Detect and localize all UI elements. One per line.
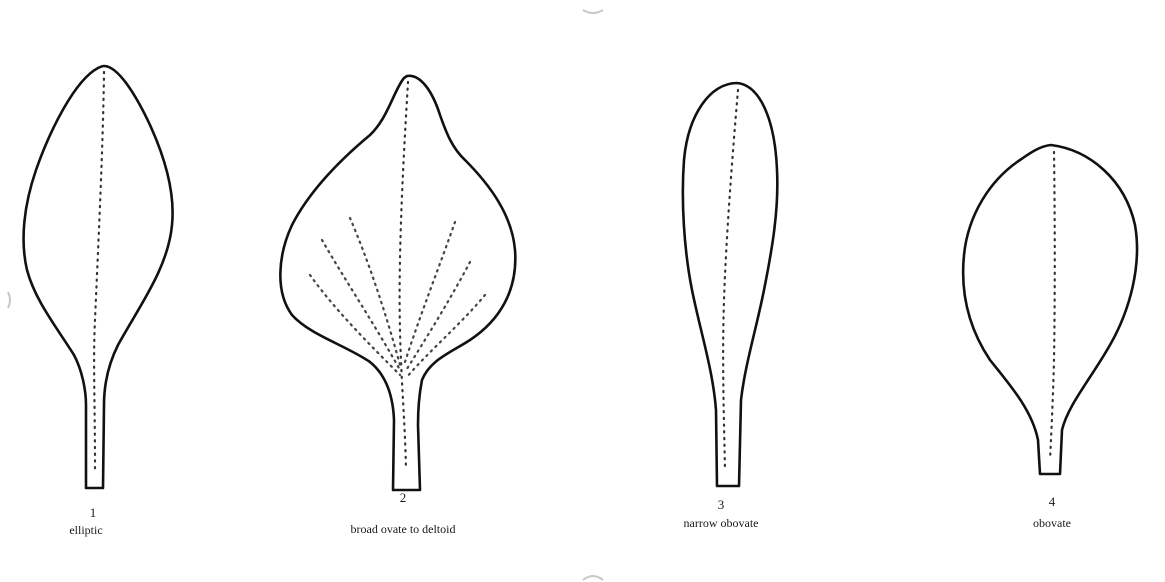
leaf-outline [683, 83, 777, 486]
scan-artifact [583, 10, 603, 13]
leaf-label: obovate [1033, 516, 1071, 531]
leaf-obovate [963, 145, 1137, 474]
leaf-outline [280, 76, 515, 490]
leaf-number: 2 [400, 490, 407, 506]
leaf-label: narrow obovate [684, 516, 759, 531]
leaf-elliptic [24, 66, 173, 488]
leaf-label: broad ovate to deltoid [351, 522, 456, 537]
midrib [400, 82, 408, 470]
lateral-vein [350, 218, 400, 365]
lateral-vein [404, 222, 455, 365]
scan-artifact [583, 576, 603, 580]
lateral-vein [405, 262, 470, 372]
midrib [723, 90, 738, 470]
lateral-vein [310, 275, 400, 375]
midrib [1050, 152, 1055, 460]
leaf-number: 3 [718, 497, 725, 513]
scan-artifact [8, 292, 10, 308]
leaf-label: elliptic [69, 523, 102, 538]
leaf-outline [963, 145, 1137, 474]
midrib [94, 72, 104, 470]
leaf-broad-ovate-to-deltoid [280, 76, 515, 490]
leaf-number: 1 [90, 505, 97, 521]
leaf-outline [24, 66, 173, 488]
leaf-narrow-obovate [683, 83, 777, 486]
leaf-number: 4 [1049, 494, 1056, 510]
